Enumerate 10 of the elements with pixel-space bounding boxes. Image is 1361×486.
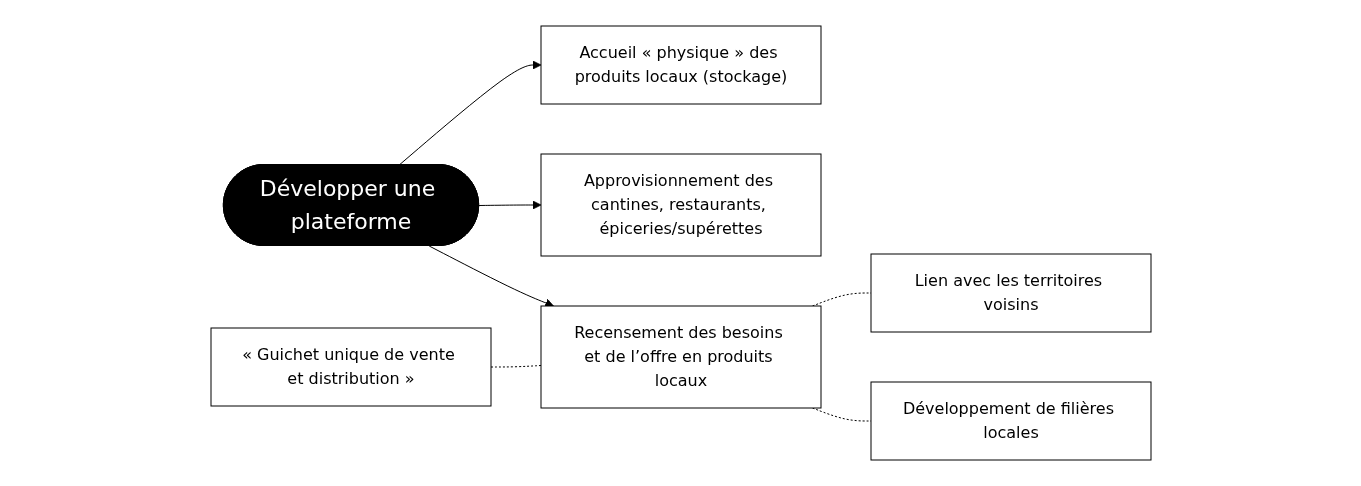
node-box: Développement de filières locales: [870, 381, 1151, 461]
arrow: [478, 200, 541, 210]
node-box: Accueil « physique » des produits locaux (stockage): [540, 25, 821, 105]
connector: [490, 365, 541, 368]
node-box: Approvisionnement des cantines, restaurants, épiceries/supérettes: [540, 153, 821, 257]
node-box: Recensement des besoins et de l’offre en produits locaux: [540, 305, 821, 409]
arrow: [398, 60, 541, 166]
node-box: « Guichet unique de vente et distribution »: [210, 327, 491, 407]
arrow: [428, 245, 554, 308]
node-box: Lien avec les territoires voisins: [870, 253, 1151, 333]
